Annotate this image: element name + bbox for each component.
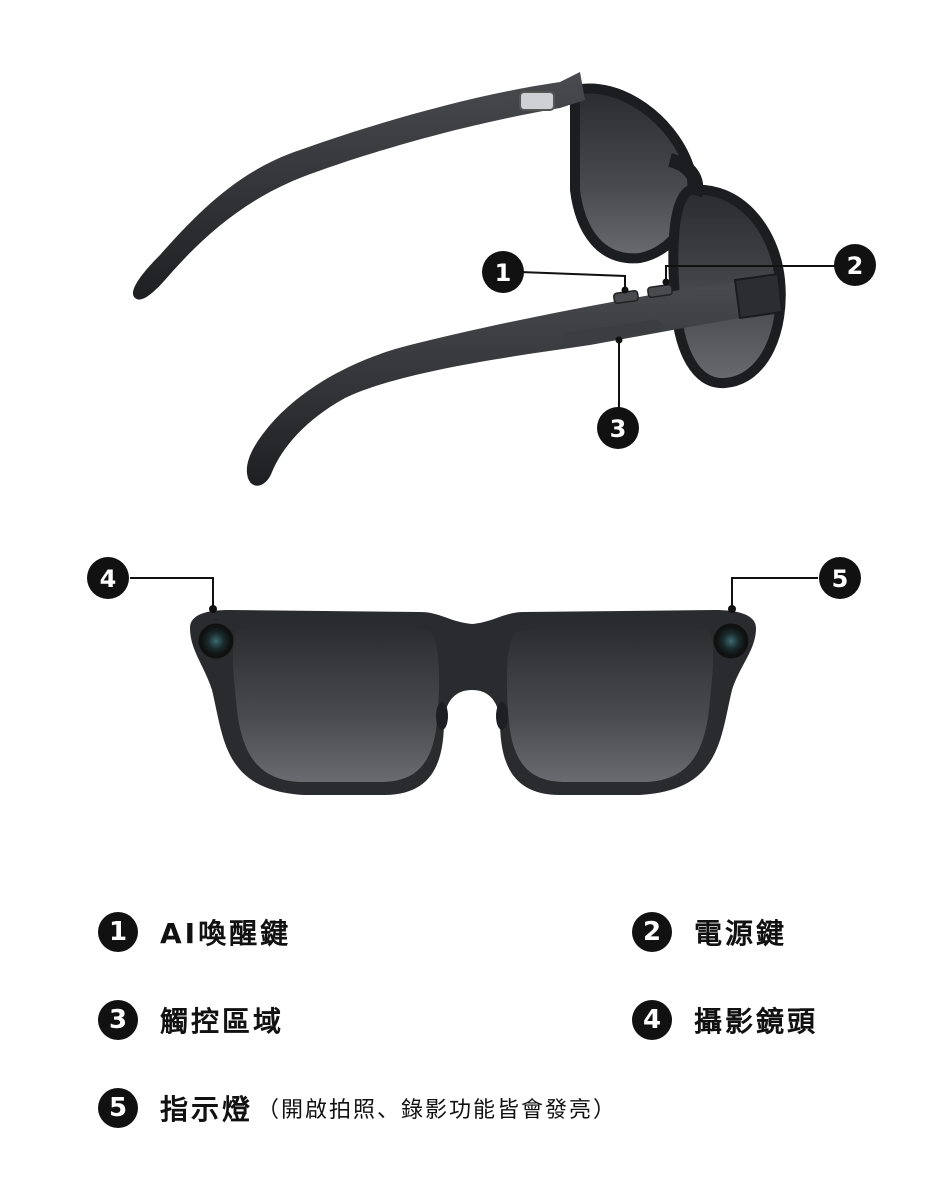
callout-marker-4: 4 [87, 557, 129, 599]
touch-area-grille [562, 319, 662, 345]
indicator-dot-left [209, 605, 217, 613]
legend-item-4: 4 攝影鏡頭 [632, 1000, 818, 1040]
callout-marker-5: 5 [819, 557, 861, 599]
callout-number-5: 5 [832, 565, 849, 593]
camera-lens-left [198, 623, 234, 659]
glasses-diagram: 1 2 3 4 5 [87, 72, 876, 795]
front-view-glasses [190, 605, 756, 795]
indicator-dot-right [728, 605, 736, 613]
callout-number-1: 1 [495, 259, 512, 287]
callout-line-5 [731, 577, 818, 606]
front-right-lens [506, 622, 714, 782]
callout-marker-2: 2 [834, 244, 876, 286]
legend-number-1: 1 [98, 912, 138, 952]
callout-dot-1 [621, 286, 629, 294]
callout-lines [130, 265, 835, 606]
callout-number-2: 2 [847, 252, 864, 280]
legend-label-1: AI喚醒鍵 [160, 917, 292, 950]
callout-marker-1: 1 [482, 251, 524, 293]
legend-label-4: 攝影鏡頭 [694, 1005, 819, 1038]
callout-number-3: 3 [610, 415, 627, 443]
legend-number-4: 4 [632, 1000, 672, 1040]
arm-end-cap [733, 272, 784, 320]
legend-number-3: 3 [98, 1000, 138, 1040]
callout-line-1 [519, 271, 626, 290]
near-temple-arm [246, 278, 776, 486]
hinge [519, 91, 555, 111]
callout-dot-2 [662, 278, 670, 286]
legend-label-2: 電源鍵 [694, 917, 788, 950]
legend-item-5: 5 指示燈 （開啟拍照、錄影功能皆會發亮） [98, 1088, 617, 1128]
nose-pad-left [436, 702, 448, 730]
side-view-glasses [132, 72, 786, 486]
callout-marker-3: 3 [597, 407, 639, 449]
camera-lens-right [713, 623, 749, 659]
legend-label-5: 指示燈 [160, 1093, 254, 1126]
power-button [647, 284, 673, 298]
legend-note-5: （開啟拍照、錄影功能皆會發亮） [257, 1098, 618, 1123]
callout-dot-3 [615, 336, 623, 344]
legend-item-2: 2 電源鍵 [632, 912, 787, 952]
front-left-lens [232, 622, 440, 782]
nose-pad-right [496, 702, 508, 730]
legend-label-3: 觸控區域 [160, 1005, 285, 1038]
legend-number-2: 2 [632, 912, 672, 952]
callout-line-2 [665, 265, 835, 282]
callout-line-4 [130, 577, 214, 606]
legend-item-1: 1 AI喚醒鍵 [98, 912, 291, 952]
callout-number-4: 4 [100, 565, 117, 593]
legend-item-3: 3 觸控區域 [98, 1000, 284, 1040]
bridge [667, 153, 704, 198]
legend-number-5: 5 [98, 1088, 138, 1128]
